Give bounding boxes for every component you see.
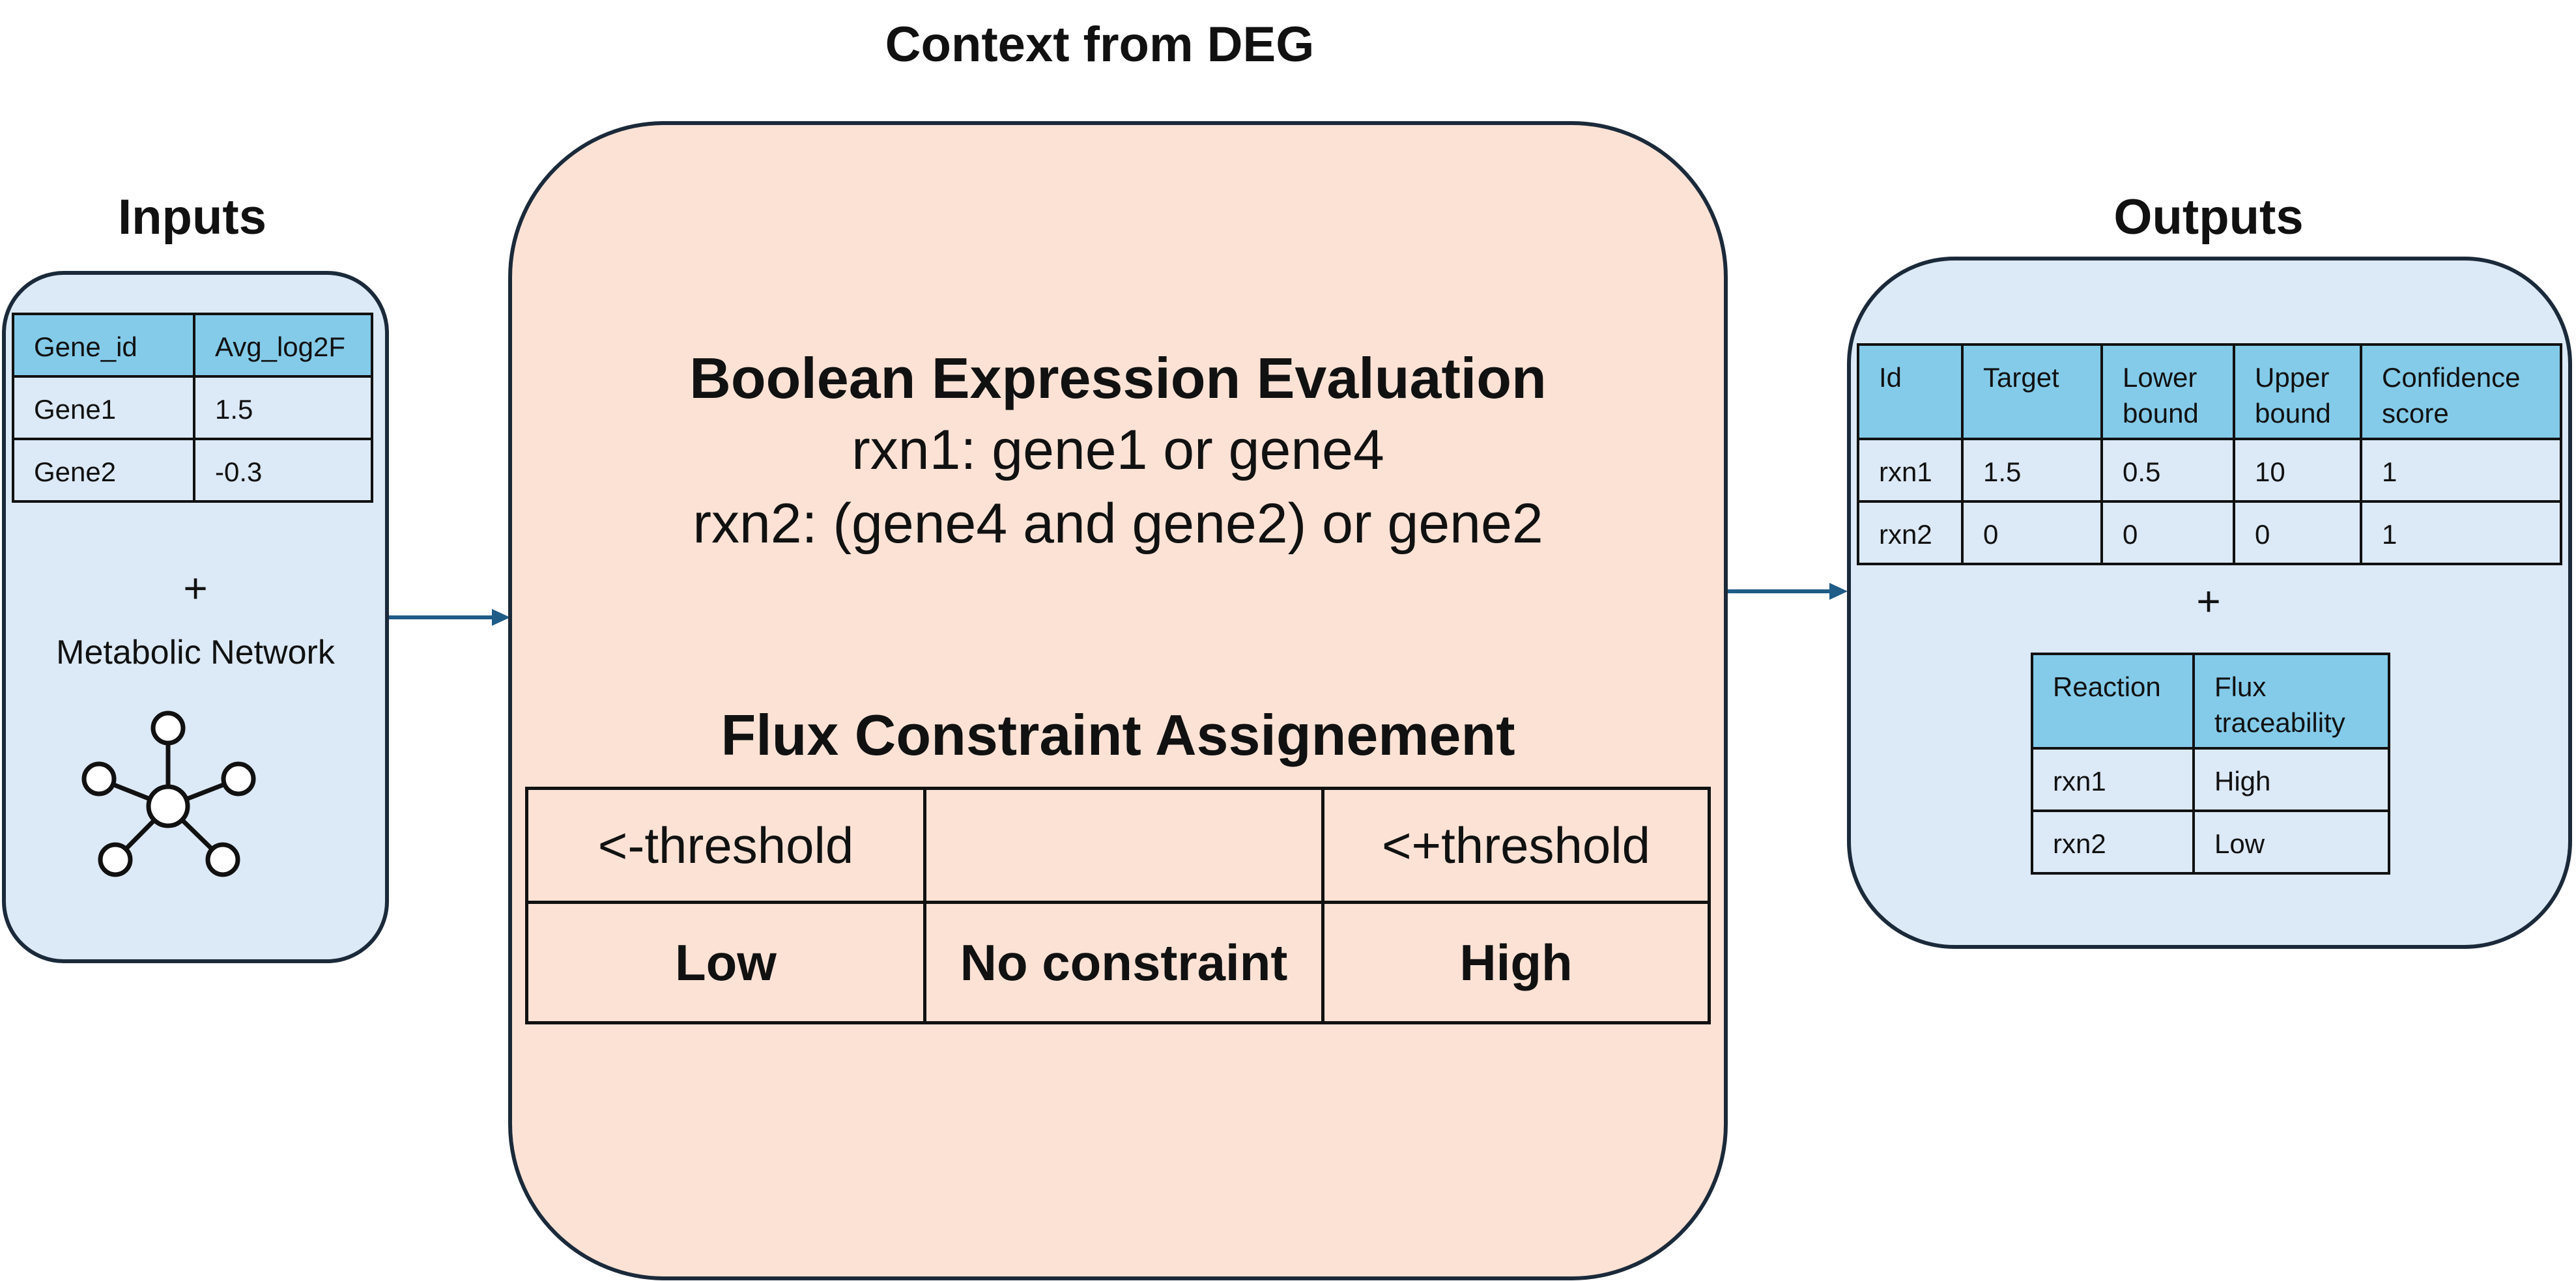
table-cell: 0	[2100, 500, 2235, 566]
network-node	[205, 842, 240, 877]
table-cell: Gene2	[12, 438, 195, 503]
table-cell: 10	[2233, 438, 2362, 503]
table-cell: 1.5	[1961, 438, 2103, 503]
table-cell: 0.5	[2100, 438, 2235, 503]
flux-value-row: Low No constraint High	[525, 901, 1711, 1024]
table-cell: 1	[2360, 500, 2562, 566]
table-cell: rxn2	[2031, 809, 2195, 875]
table-row: rxn2 Low	[2031, 809, 2390, 875]
gene-expression-table: Gene_id Avg_log2F Gene1 1.5 Gene2 -0.3	[12, 313, 373, 503]
table-header-row: Id Target Lower bound Upper bound Confid…	[1857, 343, 2562, 441]
context-title: Context from DEG	[885, 17, 1315, 72]
table-row: Gene1 1.5	[12, 375, 373, 440]
metabolic-network-label: Metabolic Network	[56, 634, 335, 671]
table-cell: rxn1	[1857, 438, 1964, 503]
table-cell: -0.3	[193, 438, 373, 503]
reaction-bounds-table: Id Target Lower bound Upper bound Confid…	[1857, 343, 2562, 566]
table-header-row: Reaction Flux traceability	[2031, 652, 2390, 750]
table-header-row: Gene_id Avg_log2F	[12, 313, 373, 378]
flux-traceability-table: Reaction Flux traceability rxn1 High rxn…	[2031, 652, 2390, 875]
table-cell: 0	[1961, 500, 2103, 566]
network-node	[150, 711, 186, 746]
flux-threshold-row: <-threshold <+threshold	[525, 787, 1711, 904]
header-flux-traceability: Flux traceability	[2192, 652, 2390, 750]
flux-threshold-positive: <+threshold	[1321, 787, 1711, 904]
outputs-title: Outputs	[2113, 190, 2304, 245]
rxn2-rule: rxn2: (gene4 and gene2) or gene2	[693, 492, 1543, 555]
flux-constraint-table: <-threshold <+threshold Low No constrain…	[525, 787, 1711, 1024]
network-node	[81, 761, 117, 796]
rxn1-rule: rxn1: gene1 or gene4	[852, 419, 1384, 481]
network-graph-icon	[81, 711, 256, 877]
flux-threshold-negative: <-threshold	[525, 787, 926, 904]
inputs-title: Inputs	[118, 190, 266, 245]
flux-value-no-constraint: No constraint	[923, 901, 1324, 1024]
header-gene-id: Gene_id	[12, 313, 195, 378]
header-lower-bound: Lower bound	[2100, 343, 2235, 441]
table-row: rxn1 1.5 0.5 10 1	[1857, 438, 2562, 503]
table-cell: rxn2	[1857, 500, 1964, 566]
network-node	[221, 761, 256, 796]
table-cell: 0	[2233, 500, 2362, 566]
header-avg-log2f: Avg_log2F	[193, 313, 373, 378]
table-cell: rxn1	[2031, 747, 2195, 813]
flux-threshold-middle	[923, 787, 1324, 904]
table-row: Gene2 -0.3	[12, 438, 373, 503]
table-row: rxn1 High	[2031, 747, 2390, 813]
table-cell: 1	[2360, 438, 2562, 503]
inputs-plus: +	[183, 565, 208, 612]
header-target: Target	[1961, 343, 2103, 441]
network-node	[98, 842, 133, 877]
header-id: Id	[1857, 343, 1964, 441]
table-row: rxn2 0 0 0 1	[1857, 500, 2562, 566]
context-panel	[508, 121, 1728, 1280]
arrow-inputs-to-context	[389, 609, 510, 626]
table-cell: Low	[2192, 809, 2390, 875]
table-cell: Gene1	[12, 375, 195, 440]
boolean-evaluation-title: Boolean Expression Evaluation	[689, 346, 1547, 410]
flux-constraint-title: Flux Constraint Assignement	[721, 703, 1515, 767]
header-reaction: Reaction	[2031, 652, 2195, 750]
header-upper-bound: Upper bound	[2233, 343, 2362, 441]
table-cell: 1.5	[193, 375, 373, 440]
table-cell: High	[2192, 747, 2390, 813]
network-node	[146, 784, 190, 828]
arrow-context-to-outputs	[1726, 583, 1848, 600]
outputs-plus: +	[2196, 578, 2221, 625]
flux-value-low: Low	[525, 901, 926, 1024]
header-confidence-score: Confidence score	[2360, 343, 2562, 441]
flux-value-high: High	[1321, 901, 1711, 1024]
